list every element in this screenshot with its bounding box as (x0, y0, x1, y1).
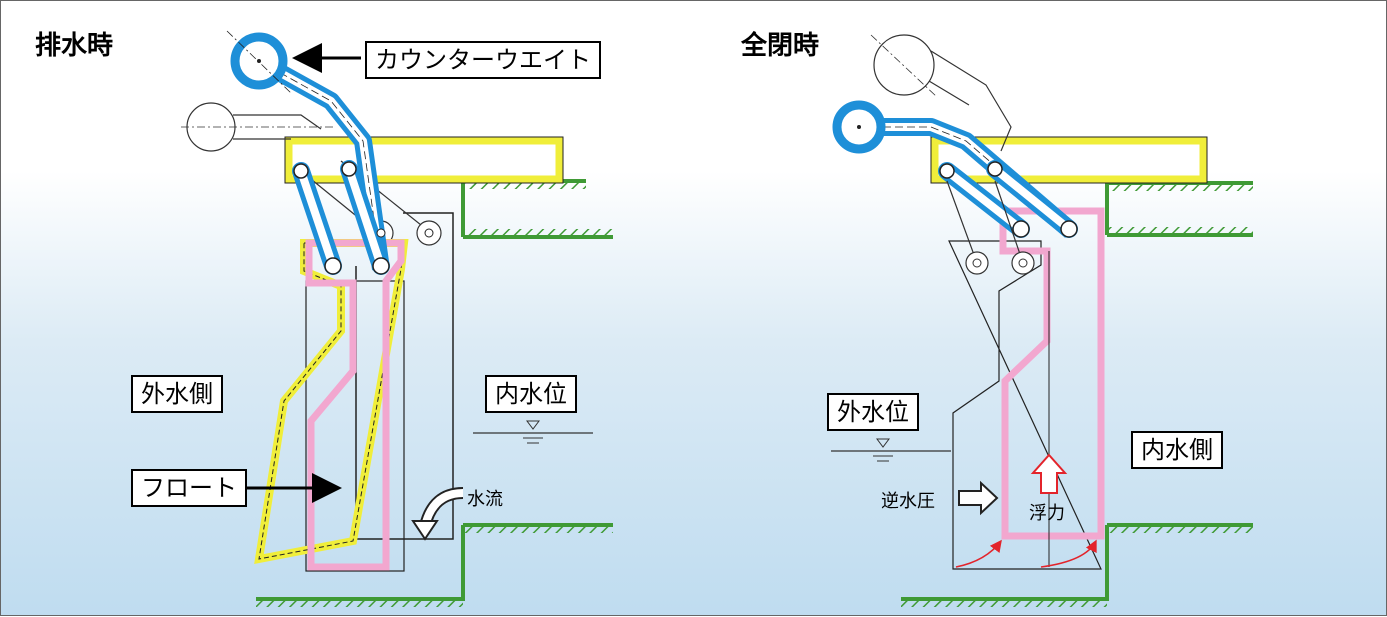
inner-water-level-label: 内水位 (485, 375, 577, 413)
left-heading: 排水時 (35, 31, 114, 61)
left-ground-upper (461, 179, 613, 239)
right-ground-lower (901, 523, 1253, 607)
counterweight-label: カウンターウエイト (365, 41, 601, 79)
buoyancy-label: 浮力 (1029, 503, 1065, 524)
water-flow-label: 水流 (467, 489, 503, 510)
buoyancy-arrow (1030, 453, 1068, 494)
right-ground-upper (1105, 181, 1253, 237)
outer-water-level-label: 外水位 (827, 393, 919, 431)
float-label: フロート (131, 469, 247, 507)
inner-water-side-label: 内水側 (1131, 431, 1223, 469)
left-pink-float (305, 239, 405, 571)
right-panel (831, 34, 1253, 607)
left-ground-lower (256, 523, 613, 607)
outside-water-side-label: 外水側 (131, 375, 223, 413)
back-pressure-arrow (958, 480, 999, 516)
right-yellow-beam (931, 137, 1207, 183)
pressure-curve-right (1040, 539, 1097, 568)
right-pink-float (999, 207, 1105, 540)
left-water-level-symbol (473, 420, 593, 444)
left-yellow-beam (285, 137, 563, 183)
right-water-level-symbol (831, 438, 951, 462)
left-panel (181, 30, 613, 607)
pressure-curve-left (955, 539, 1002, 568)
right-heading: 全閉時 (741, 31, 820, 61)
back-pressure-label: 逆水圧 (881, 491, 935, 512)
left-housing-outline (355, 212, 454, 540)
